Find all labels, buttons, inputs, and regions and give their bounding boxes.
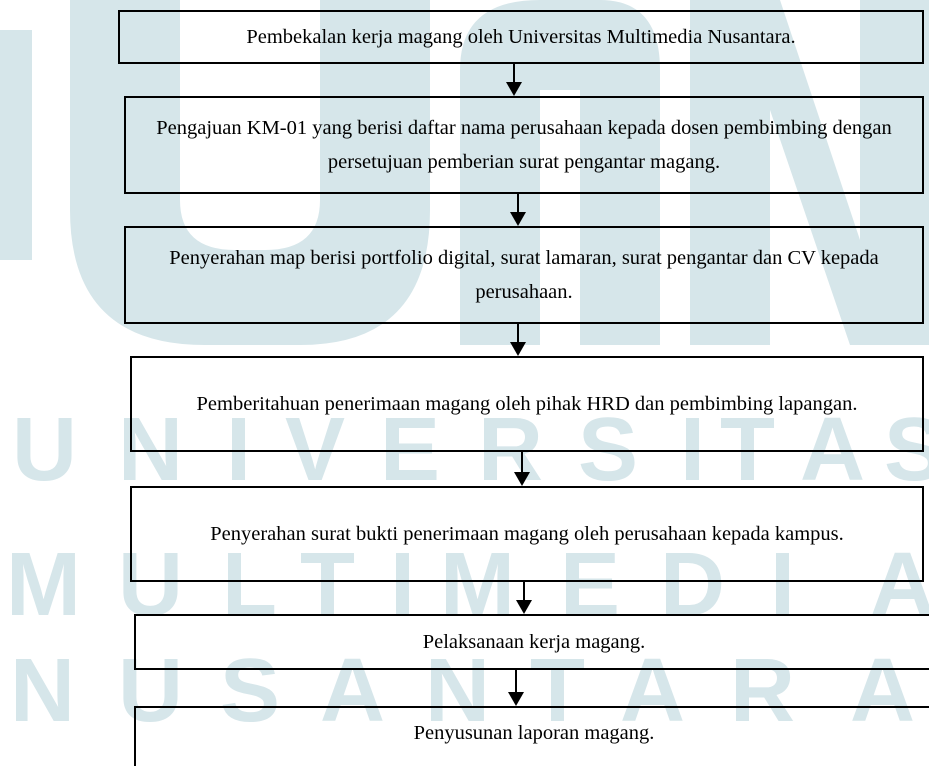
flow-step-text: Pembekalan kerja magang oleh Universitas… [246,26,796,48]
flow-step-text: Pengajuan KM-01 yang berisi daftar nama … [156,117,892,173]
watermark-letter: U [12,400,77,500]
watermark-letter: U [118,641,183,741]
watermark-letter: R [730,641,795,741]
flow-step-text: Pelaksanaan kerja magang. [422,631,646,653]
arrow-down-icon [516,582,532,614]
watermark-letter: A [850,641,915,741]
arrow-down-icon [510,194,526,226]
flow-step-5: Penyerahan surat bukti penerimaan magang… [130,486,924,582]
flow-step-3: Penyerahan map berisi portfolio digital,… [124,226,924,324]
flow-step-7: Penyusunan laporan magang. [134,706,929,766]
flow-step-1: Pembekalan kerja magang oleh Universitas… [118,10,924,64]
watermark-letter: N [425,641,490,741]
flow-step-text: Penyusunan laporan magang. [413,722,655,744]
watermark-letter: A [620,641,685,741]
flow-step-text: Penyerahan surat bukti penerimaan magang… [210,523,844,545]
arrow-down-icon [506,64,522,96]
arrow-down-icon [510,324,526,356]
watermark-letter: M [6,535,81,635]
watermark-letter: T [530,641,585,741]
watermark-letter: S [220,641,281,741]
flow-step-4: Pemberitahuan penerimaan magang oleh pih… [130,356,924,452]
flow-step-text: Pemberitahuan penerimaan magang oleh pih… [196,393,858,415]
flow-step-2: Pengajuan KM-01 yang berisi daftar nama … [124,96,924,194]
watermark-letter: A [320,641,385,741]
watermark-letter: N [10,641,75,741]
arrow-down-icon [514,452,530,486]
flow-step-text: Penyerahan map berisi portfolio digital,… [169,247,879,303]
flow-step-6: Pelaksanaan kerja magang. [134,614,929,670]
arrow-down-icon [508,670,524,706]
